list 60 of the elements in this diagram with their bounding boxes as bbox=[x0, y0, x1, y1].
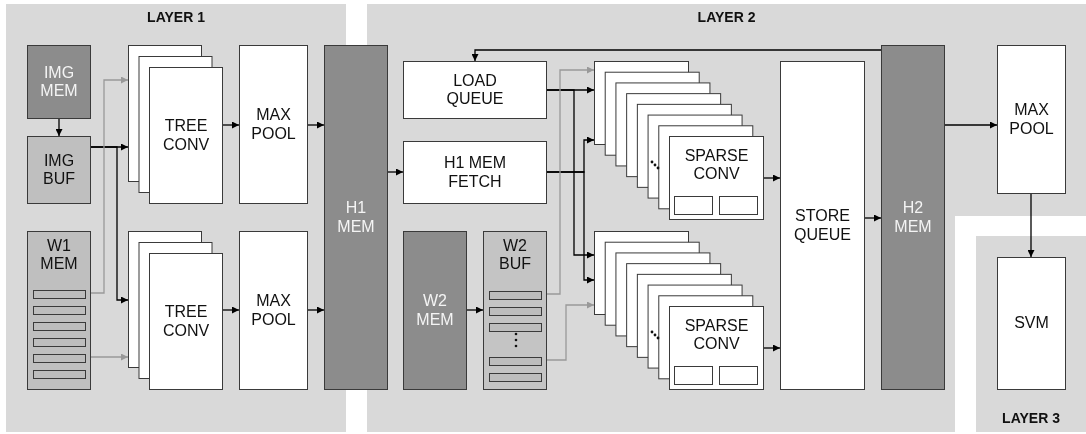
conv-unit-stack bbox=[128, 45, 223, 204]
block-label: STORE QUEUE bbox=[793, 207, 852, 244]
layer-title: LAYER 2 bbox=[696, 9, 757, 25]
block-label: H2 MEM bbox=[893, 199, 933, 236]
unit-label: TREE CONV bbox=[161, 116, 211, 155]
unit-label: TREE CONV bbox=[161, 302, 211, 341]
arrow bbox=[466, 306, 484, 314]
layer-title: LAYER 1 bbox=[146, 9, 206, 25]
arrow bbox=[1027, 193, 1035, 258]
block-label: IMG BUF bbox=[42, 151, 76, 189]
buffer-block bbox=[27, 231, 91, 390]
process-block bbox=[239, 231, 308, 390]
arrow bbox=[387, 168, 404, 176]
block-label: IMG MEM bbox=[39, 63, 79, 101]
block-label: SVM bbox=[1014, 314, 1049, 333]
block-label: MAX POOL bbox=[250, 106, 297, 143]
arrow bbox=[546, 89, 595, 259]
block-label: W1 MEM bbox=[39, 237, 79, 274]
arrow bbox=[763, 174, 781, 182]
arrow bbox=[90, 353, 129, 361]
unit-label: SPARSE CONV bbox=[683, 315, 750, 354]
layer-title: LAYER 3 bbox=[1001, 410, 1061, 426]
arrow bbox=[307, 306, 325, 314]
unit-label: SPARSE CONV bbox=[683, 145, 750, 184]
process-block bbox=[780, 61, 865, 390]
arrow bbox=[222, 121, 240, 129]
arrow bbox=[222, 306, 240, 314]
conv-unit-stack bbox=[594, 231, 764, 390]
process-block bbox=[403, 141, 547, 204]
conv-unit-stack bbox=[128, 231, 223, 390]
memory-block bbox=[881, 45, 945, 390]
block-label: W2 BUF bbox=[498, 237, 532, 274]
arrow bbox=[307, 121, 325, 129]
arrow bbox=[546, 301, 595, 361]
block-label: MAX POOL bbox=[1008, 101, 1055, 138]
memory-block bbox=[324, 45, 388, 390]
arrow bbox=[763, 344, 781, 352]
buffer-block bbox=[483, 231, 547, 390]
arrow bbox=[471, 49, 882, 62]
arrow bbox=[864, 214, 882, 222]
arrow bbox=[546, 171, 595, 284]
buffer-block bbox=[27, 136, 91, 204]
process-block bbox=[403, 61, 547, 119]
process-block bbox=[997, 257, 1066, 390]
block-label: H1 MEM bbox=[336, 199, 376, 236]
layer-panel bbox=[976, 236, 1086, 432]
process-block bbox=[239, 45, 308, 204]
memory-block bbox=[27, 45, 91, 119]
arrow bbox=[546, 66, 595, 295]
arrow bbox=[55, 118, 63, 137]
block-label: MAX POOL bbox=[250, 292, 297, 329]
block-label: H1 MEM FETCH bbox=[442, 154, 508, 191]
arrow bbox=[944, 121, 998, 129]
process-block bbox=[997, 45, 1066, 194]
block-label: W2 MEM bbox=[415, 292, 455, 329]
arrow bbox=[90, 146, 129, 304]
conv-unit-stack bbox=[594, 61, 764, 220]
block-label: LOAD QUEUE bbox=[445, 71, 505, 109]
memory-block bbox=[403, 231, 467, 390]
arrow bbox=[90, 76, 129, 294]
